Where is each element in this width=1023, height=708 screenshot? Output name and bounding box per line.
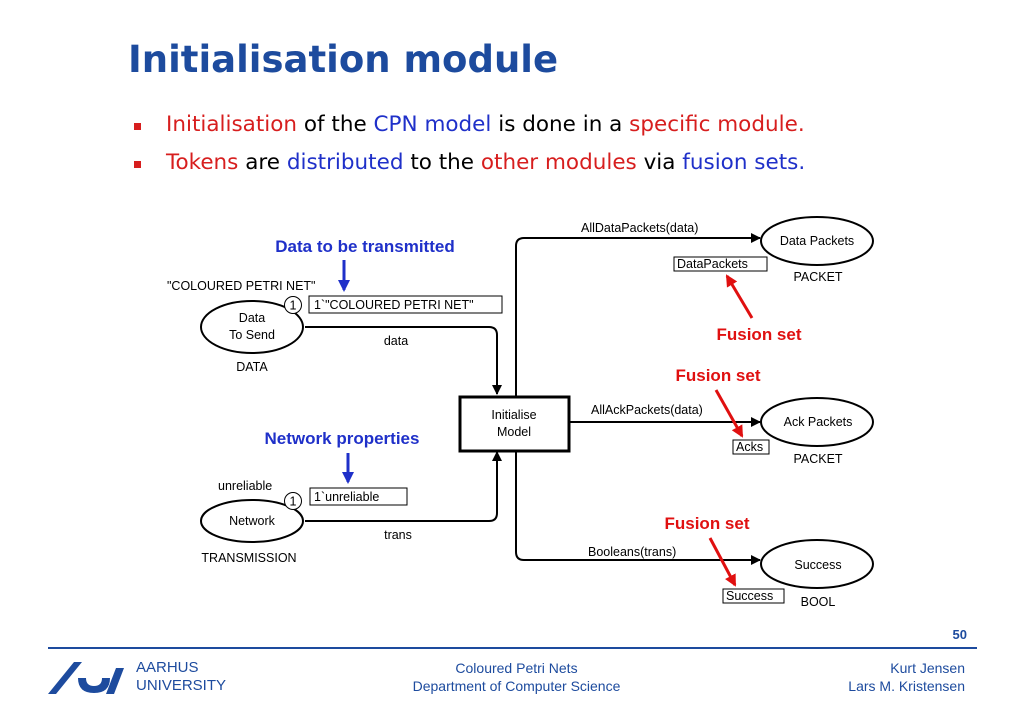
place-type: PACKET (793, 270, 842, 284)
bullet-segment: distributed (286, 150, 404, 175)
current-marking: 1`"COLOURED PETRI NET" (314, 298, 474, 312)
annotation-arrow-red (708, 537, 737, 587)
transition-initialise-model (458, 395, 571, 453)
place-label: To Send (229, 328, 275, 342)
university-name: AARHUS UNIVERSITY (136, 659, 227, 694)
transition-label: Model (497, 425, 531, 439)
arc-label: Booleans(trans) (588, 545, 676, 559)
bullet-item: Initialisation of the CPN model is done … (134, 112, 805, 150)
current-marking: 1`unreliable (314, 490, 379, 504)
footer-authors: Kurt Jensen Lars M. Kristensen (848, 660, 965, 694)
initial-marking: unreliable (218, 479, 272, 493)
place-type: DATA (236, 360, 268, 374)
bullet-item: Tokens are distributed to the other modu… (134, 150, 805, 188)
place-type: TRANSMISSION (201, 551, 296, 565)
marking-box (308, 295, 503, 314)
annotation-label: Fusion set (716, 325, 801, 344)
fusion-tag-box (673, 256, 768, 272)
place-type: PACKET (793, 452, 842, 466)
arc-all-data-packets (515, 233, 761, 396)
bullet-square-icon (134, 123, 141, 130)
fusion-tag-box (722, 588, 785, 604)
footer-divider (48, 647, 977, 649)
bullet-segment: Initialisation (166, 112, 298, 137)
transition-label: Initialise (491, 408, 536, 422)
arc-label: AllDataPackets(data) (581, 221, 698, 235)
bullet-segment: to the (403, 150, 481, 175)
arc-label: AllAckPackets(data) (591, 403, 703, 417)
arc-trans (305, 451, 502, 522)
token-count-circle (284, 296, 302, 314)
bullet-segment: specific module. (629, 112, 805, 137)
aarhus-logo-icon (48, 662, 124, 694)
bullet-segment: via (636, 150, 683, 175)
place-data-packets (760, 216, 874, 266)
marking-box (309, 487, 408, 506)
footer-course-info: Coloured Petri Nets Department of Comput… (412, 660, 621, 694)
token-count: 1 (290, 299, 297, 313)
place-label: Data (239, 311, 265, 325)
annotation-label: Network properties (265, 429, 420, 448)
arc-label: data (384, 334, 408, 348)
place-label: Success (794, 558, 841, 572)
place-label: Network (229, 514, 276, 528)
bullet-list: Initialisation of the CPN model is done … (134, 112, 805, 188)
annotation-label: Fusion set (664, 514, 749, 533)
place-label: Data Packets (780, 234, 854, 248)
fusion-tag: Success (726, 589, 773, 603)
place-ack-packets (760, 397, 874, 447)
slide-title: Initialisation module (128, 38, 559, 81)
arc-label: trans (384, 528, 412, 542)
annotation-label: Fusion set (675, 366, 760, 385)
token-count-circle (284, 492, 302, 510)
bullet-segment: fusion sets. (682, 150, 806, 175)
annotation-arrow-red (725, 274, 754, 319)
place-type: BOOL (801, 595, 836, 609)
bullet-segment: is done in a (491, 112, 630, 137)
fusion-tag-box (732, 439, 770, 455)
token-count: 1 (290, 495, 297, 509)
fusion-tag: Acks (736, 440, 763, 454)
place-success (760, 539, 874, 589)
annotation-arrow-red (714, 389, 744, 438)
arc-booleans (515, 452, 761, 565)
bullet-segment: Tokens (166, 150, 239, 175)
bullet-square-icon (134, 161, 141, 168)
bullet-segment: other modules (480, 150, 637, 175)
bullet-segment: are (238, 150, 287, 175)
place-data-to-send (200, 300, 304, 354)
annotation-label: Data to be transmitted (275, 237, 454, 256)
bullet-segment: of the (297, 112, 374, 137)
bullet-segment: CPN model (373, 112, 492, 137)
initial-marking: "COLOURED PETRI NET" (167, 279, 315, 293)
fusion-tag: DataPackets (677, 257, 748, 271)
arc-data (305, 326, 502, 395)
place-label: Ack Packets (784, 415, 853, 429)
page-number: 50 (952, 627, 967, 642)
place-network (200, 499, 304, 543)
